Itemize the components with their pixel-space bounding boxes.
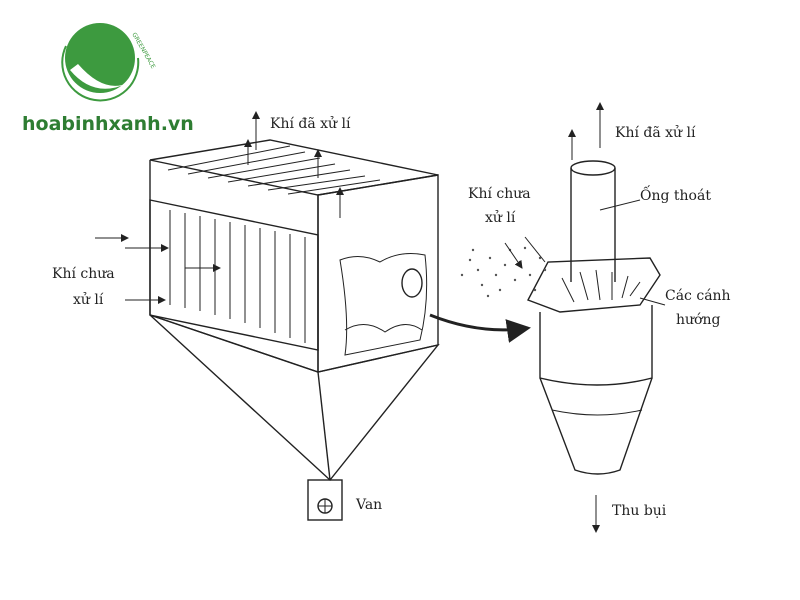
label-guide-vanes-2: hướng [676, 312, 720, 328]
side-cutaway-wave [344, 324, 423, 333]
logo: GREENPEACE hoabinhxanh.vn [22, 23, 194, 135]
outlet-pipe-top [570, 160, 616, 176]
label-treated-right: Khí đã xử lí [615, 124, 696, 141]
label-untreated-right-1: Khí chưa [468, 186, 531, 202]
label-outlet-pipe: Ống thoát [640, 184, 711, 204]
logo-ring [61, 45, 140, 102]
dust-cloud [460, 246, 547, 298]
label-valve: Van [355, 497, 382, 513]
label-guide-vanes-1: Các cánh [665, 288, 731, 304]
hopper [149, 314, 440, 482]
label-untreated-left-2: xử lí [73, 291, 104, 308]
arrow-untreated-right [504, 242, 523, 269]
precipitator [95, 111, 531, 521]
leader-vanes [639, 297, 666, 306]
cyclone-body [539, 305, 653, 386]
top-plates [167, 145, 381, 195]
label-untreated-left-1: Khí chưa [52, 266, 115, 282]
precipitator-front-face [149, 199, 319, 351]
vane-plate [527, 257, 661, 313]
gas-swirl [401, 268, 423, 298]
guide-vanes [561, 269, 641, 303]
logo-brand-text: hoabinhxanh.vn [22, 113, 194, 135]
label-untreated-right-2: xử lí [485, 209, 516, 226]
labels: Khí đã xử lí Khí chưa xử lí Van Khí đã x… [52, 115, 731, 519]
cyclone-cone-ring [551, 409, 643, 416]
label-dust-collection: Thu bụi [612, 503, 667, 519]
logo-swoosh [70, 64, 130, 89]
label-treated-left: Khí đã xử lí [270, 115, 351, 132]
leader-outlet [599, 199, 641, 211]
leader-untreated-right [524, 236, 546, 263]
valve-box [307, 479, 343, 521]
side-cutaway [339, 253, 428, 356]
cyclone-cone [539, 377, 653, 475]
hopper-edge [317, 371, 331, 481]
cyclone [460, 102, 666, 533]
connector-arrow [429, 313, 531, 343]
